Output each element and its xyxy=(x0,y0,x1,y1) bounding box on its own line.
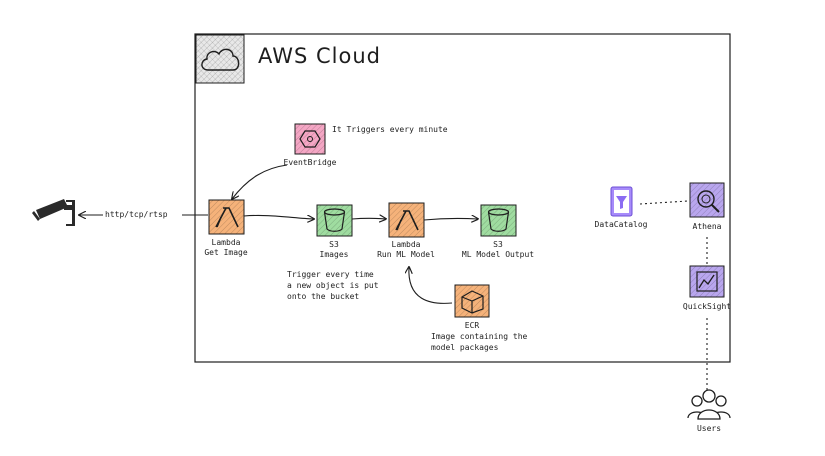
users-icon xyxy=(687,389,731,420)
eventbridge-label: EventBridge xyxy=(283,158,337,167)
s3-images-icon xyxy=(316,204,353,237)
aws-cloud-boundary xyxy=(194,33,731,363)
trigger-note-1: Trigger every time xyxy=(287,270,374,279)
athena-icon xyxy=(689,182,725,218)
arrow-lambda-get-to-s3 xyxy=(243,215,314,219)
protocol-label: http/tcp/rtsp xyxy=(105,210,168,219)
users-label: Users xyxy=(696,424,722,433)
eventbridge-icon xyxy=(294,123,326,155)
trigger-note-2: a new object is put xyxy=(287,281,379,290)
quicksight-icon xyxy=(689,265,725,298)
s3-images-label-2: Images xyxy=(319,250,349,259)
arrow-s3-to-lambda-run xyxy=(351,218,386,219)
datacatalog-icon xyxy=(610,186,633,217)
ecr-note-2: model packages xyxy=(431,343,499,352)
aws-cloud-title: AWS Cloud xyxy=(258,44,381,68)
aws-cloud-icon xyxy=(195,34,245,84)
lambda-run-model-icon xyxy=(388,202,425,238)
dotted-datacatalog-athena xyxy=(639,200,689,205)
trigger-note-3: onto the bucket xyxy=(287,292,360,301)
ecr-note-1: Image containing the xyxy=(431,332,528,341)
ecr-icon xyxy=(454,284,490,318)
connectors xyxy=(79,164,708,390)
s3-images-label-1: S3 xyxy=(329,240,339,249)
arrow-lambda-run-to-s3-output xyxy=(423,218,478,220)
athena-label: Athena xyxy=(692,222,722,231)
quicksight-label: QuickSight xyxy=(682,302,732,311)
arrow-eventbridge-to-lambda xyxy=(232,164,288,199)
security-camera-icon xyxy=(32,199,75,226)
s3-output-icon xyxy=(480,204,517,237)
arrow-ecr-to-lambda-run xyxy=(409,267,453,304)
lambda-get-label-2: Get Image xyxy=(204,248,248,257)
datacatalog-label: DataCatalog xyxy=(594,220,648,229)
ecr-label: ECR xyxy=(464,321,480,330)
s3-output-label-1: S3 xyxy=(493,240,503,249)
lambda-get-image-icon xyxy=(208,199,245,235)
eventbridge-note: It Triggers every minute xyxy=(332,125,448,134)
s3-output-label-2: ML Model Output xyxy=(461,250,535,259)
lambda-run-label-2: Run ML Model xyxy=(377,250,435,259)
lambda-get-label-1: Lambda xyxy=(211,238,241,247)
lambda-run-label-1: Lambda xyxy=(391,240,421,249)
